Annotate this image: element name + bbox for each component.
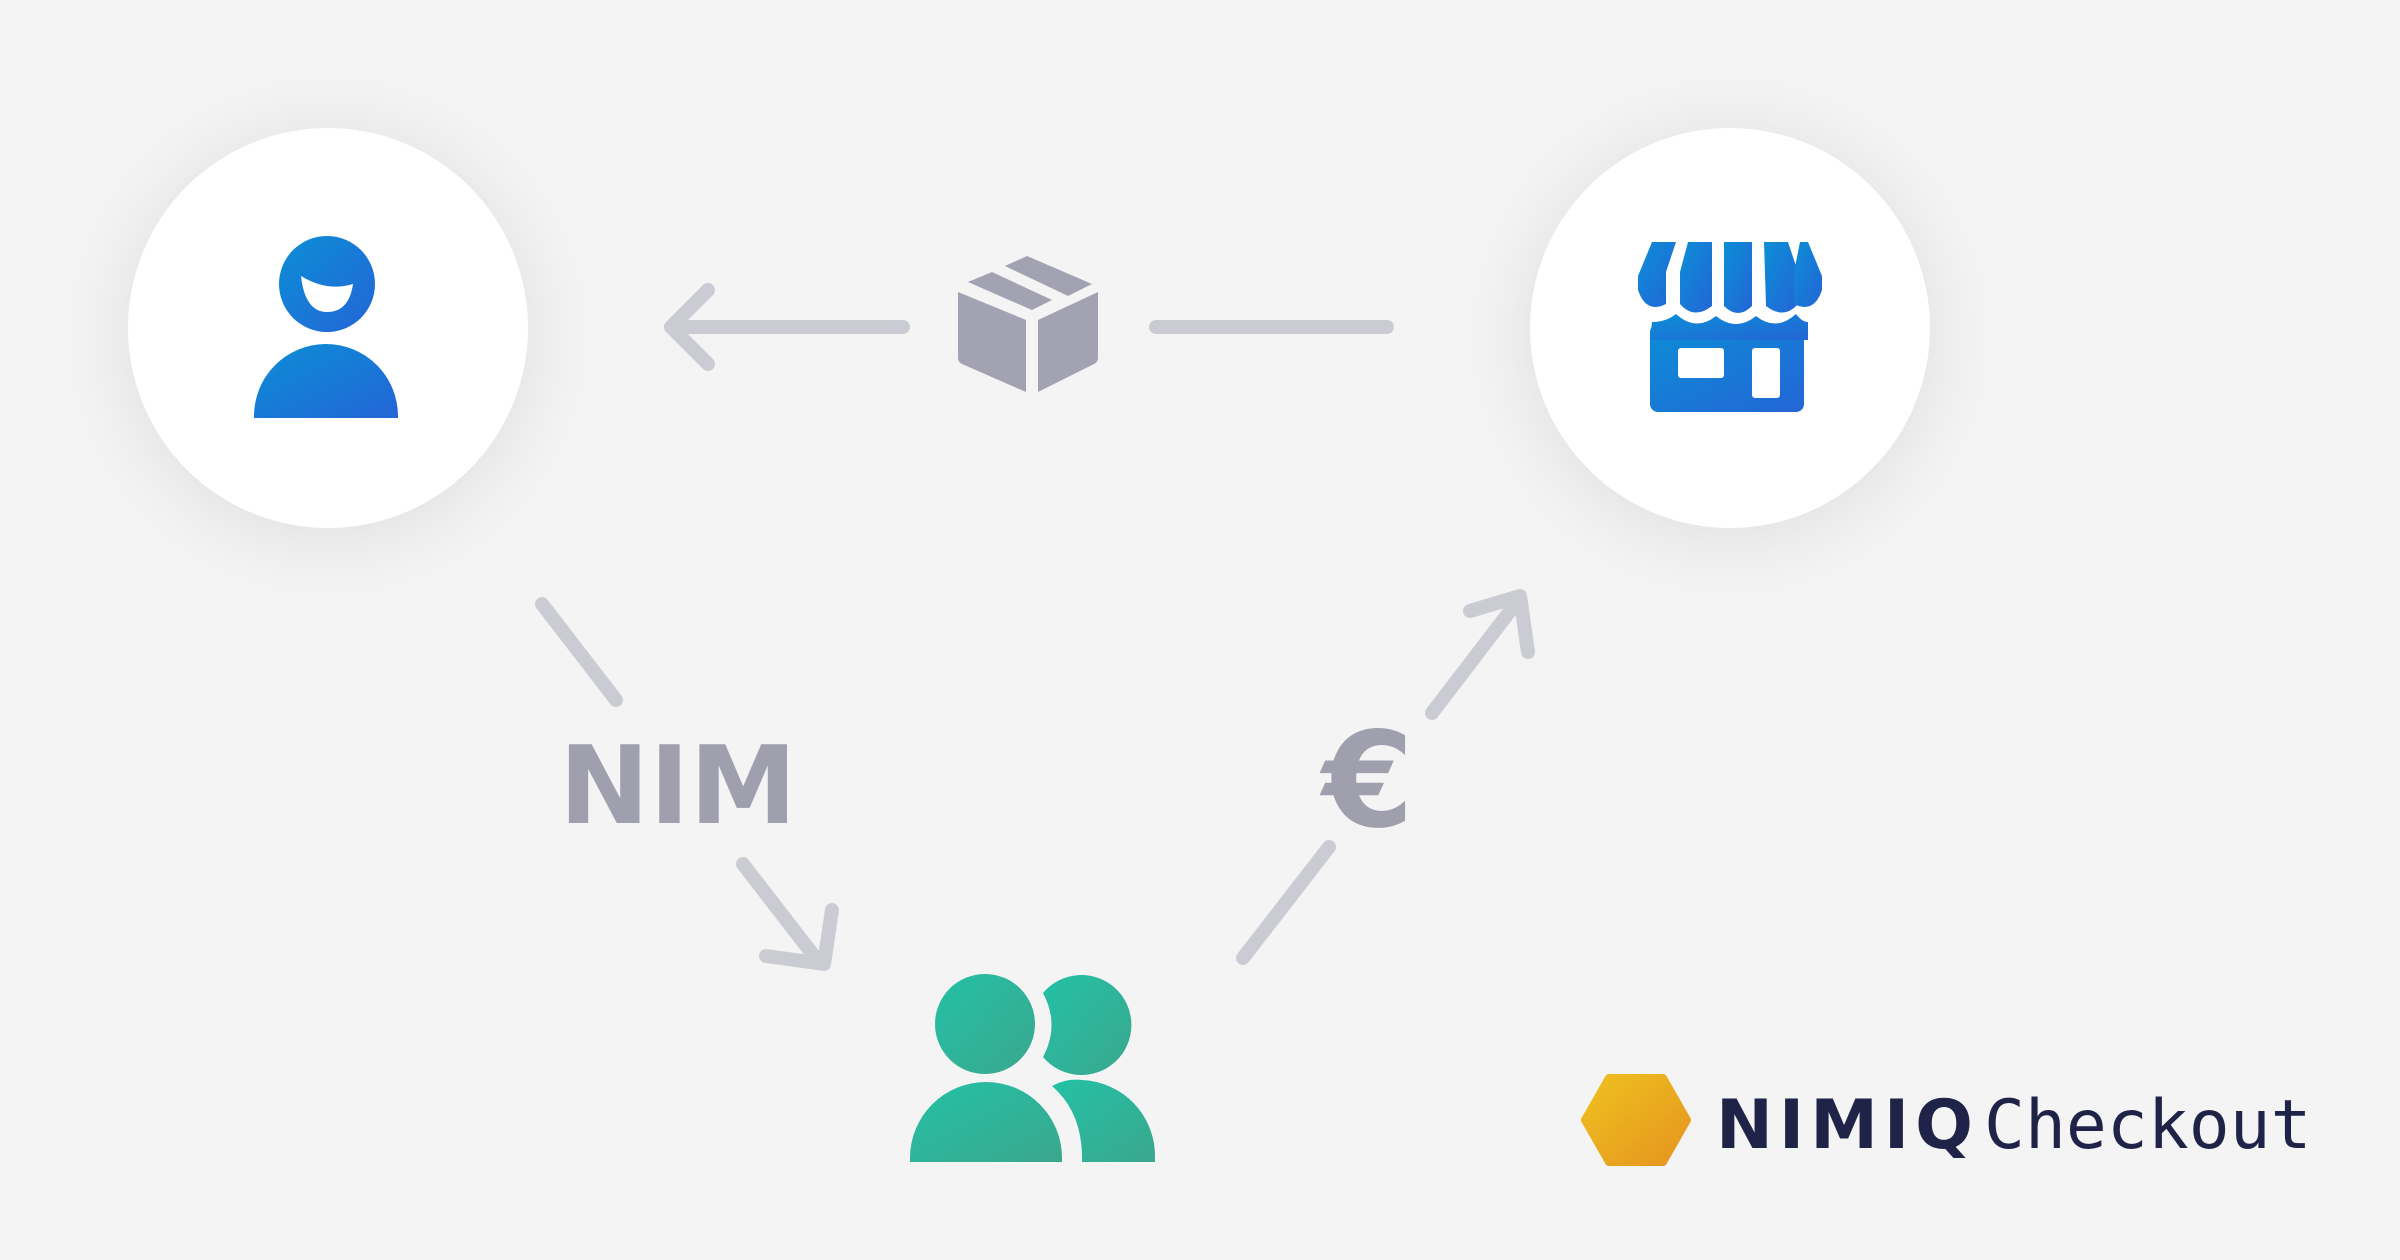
brand-logo: NIMIQ Checkout — [1581, 1074, 2312, 1166]
nim-label: NIM — [559, 724, 797, 849]
merchant-node — [1530, 128, 1930, 528]
nim-arrowhead — [759, 903, 839, 971]
nim-line-lower — [736, 857, 821, 963]
package-box-icon — [958, 256, 1098, 392]
goods-flow — [664, 256, 1394, 392]
store-icon — [1638, 242, 1822, 412]
brand-product: Checkout — [1984, 1086, 2312, 1165]
nimiq-hexagon-icon — [1581, 1074, 1691, 1166]
users-group-icon — [910, 974, 1156, 1162]
euro-arrowhead — [1463, 589, 1535, 659]
goods-arrowhead — [664, 283, 715, 371]
customer-node — [128, 128, 528, 528]
fiat-payout-flow: € — [1236, 589, 1535, 965]
user-icon — [254, 236, 398, 418]
nim-line-upper — [535, 597, 623, 707]
euro-label: € — [1319, 704, 1414, 858]
brand-name: NIMIQ — [1716, 1086, 1979, 1165]
euro-line-upper — [1425, 591, 1527, 720]
crypto-payment-flow: NIM — [535, 597, 839, 971]
euro-line-lower — [1236, 840, 1336, 965]
exchange-node — [910, 974, 1156, 1162]
